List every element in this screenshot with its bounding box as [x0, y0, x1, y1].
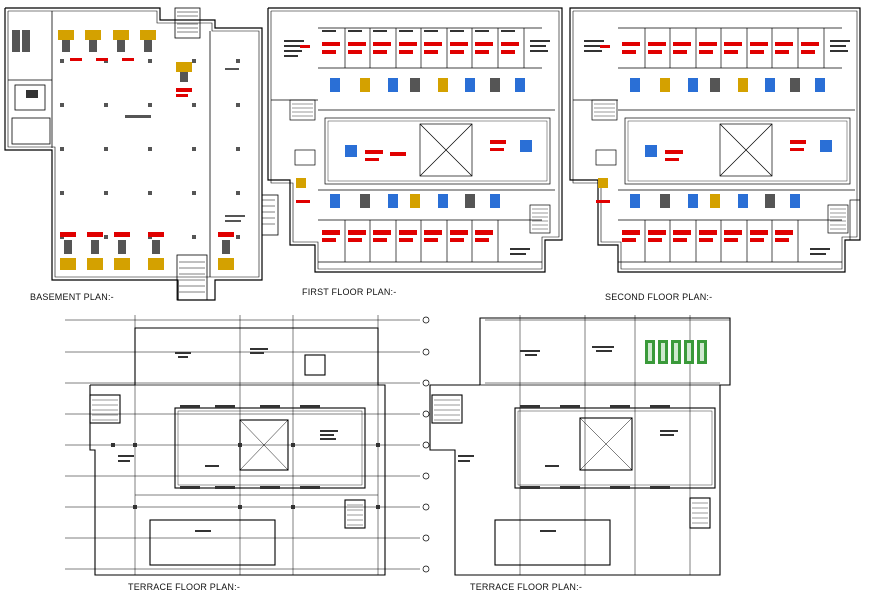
- terrace-plan-left: [65, 315, 430, 576]
- basement-plan: [4, 7, 279, 301]
- label-second-floor-plan: SECOND FLOOR PLAN:-: [605, 292, 713, 302]
- terrace-plan-right: [429, 315, 731, 576]
- second-floor-plan: [569, 7, 861, 273]
- label-terrace-plan-right: TERRACE FLOOR PLAN:-: [470, 582, 583, 592]
- first-floor-plan: [267, 7, 563, 273]
- label-first-floor-plan: FIRST FLOOR PLAN:-: [302, 287, 397, 297]
- label-basement-plan: BASEMENT PLAN:-: [30, 292, 114, 302]
- label-terrace-plan-left: TERRACE FLOOR PLAN:-: [128, 582, 241, 592]
